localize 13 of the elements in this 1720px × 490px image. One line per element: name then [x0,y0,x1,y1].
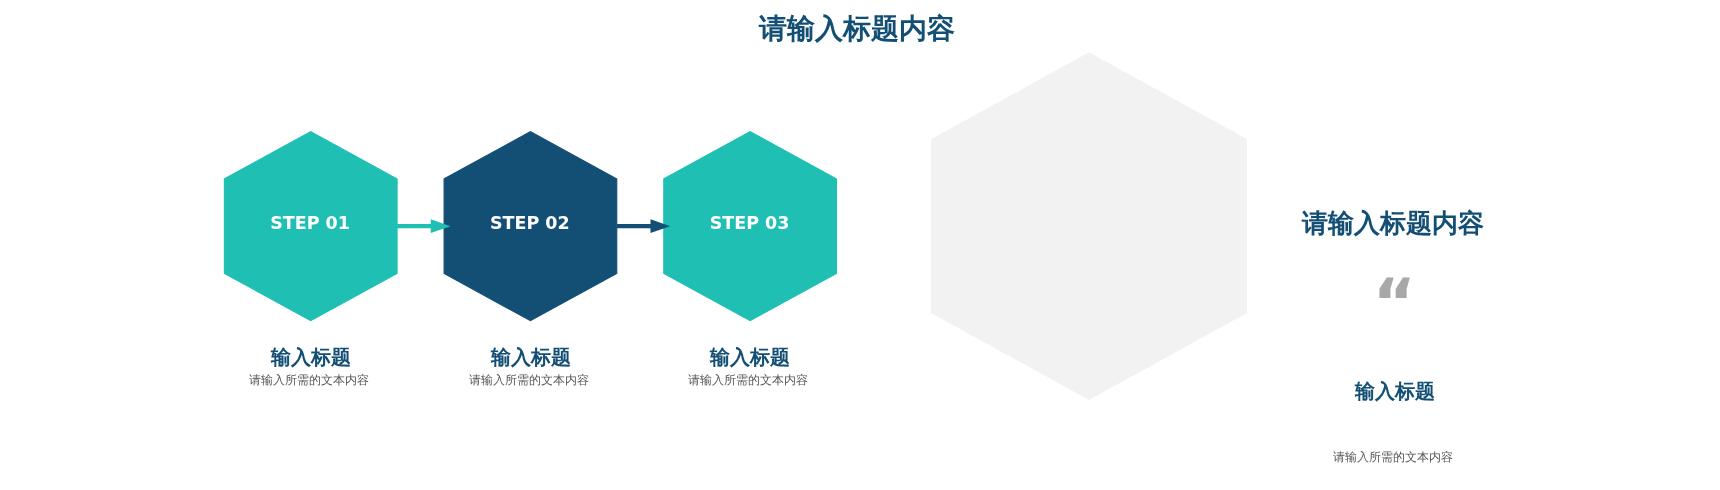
label: 请输入标题内容 [1302,207,1485,238]
node-label: 输入标题 [490,345,571,369]
node-label: 请输入所需的文本内容 [468,372,589,387]
arrow [616,219,671,234]
label: “ [1372,264,1416,341]
node-label: 请输入所需的文本内容 [248,372,369,387]
label: 请输入所需的文本内容 [1332,449,1453,464]
node-label: 请输入所需的文本内容 [688,372,809,387]
node-label: 输入标题 [270,345,351,369]
node-label: 输入标题 [710,345,791,369]
diagram-title: 请输入标题内容 [759,12,956,46]
label: 输入标题 [1354,380,1435,404]
arrow [397,219,451,234]
